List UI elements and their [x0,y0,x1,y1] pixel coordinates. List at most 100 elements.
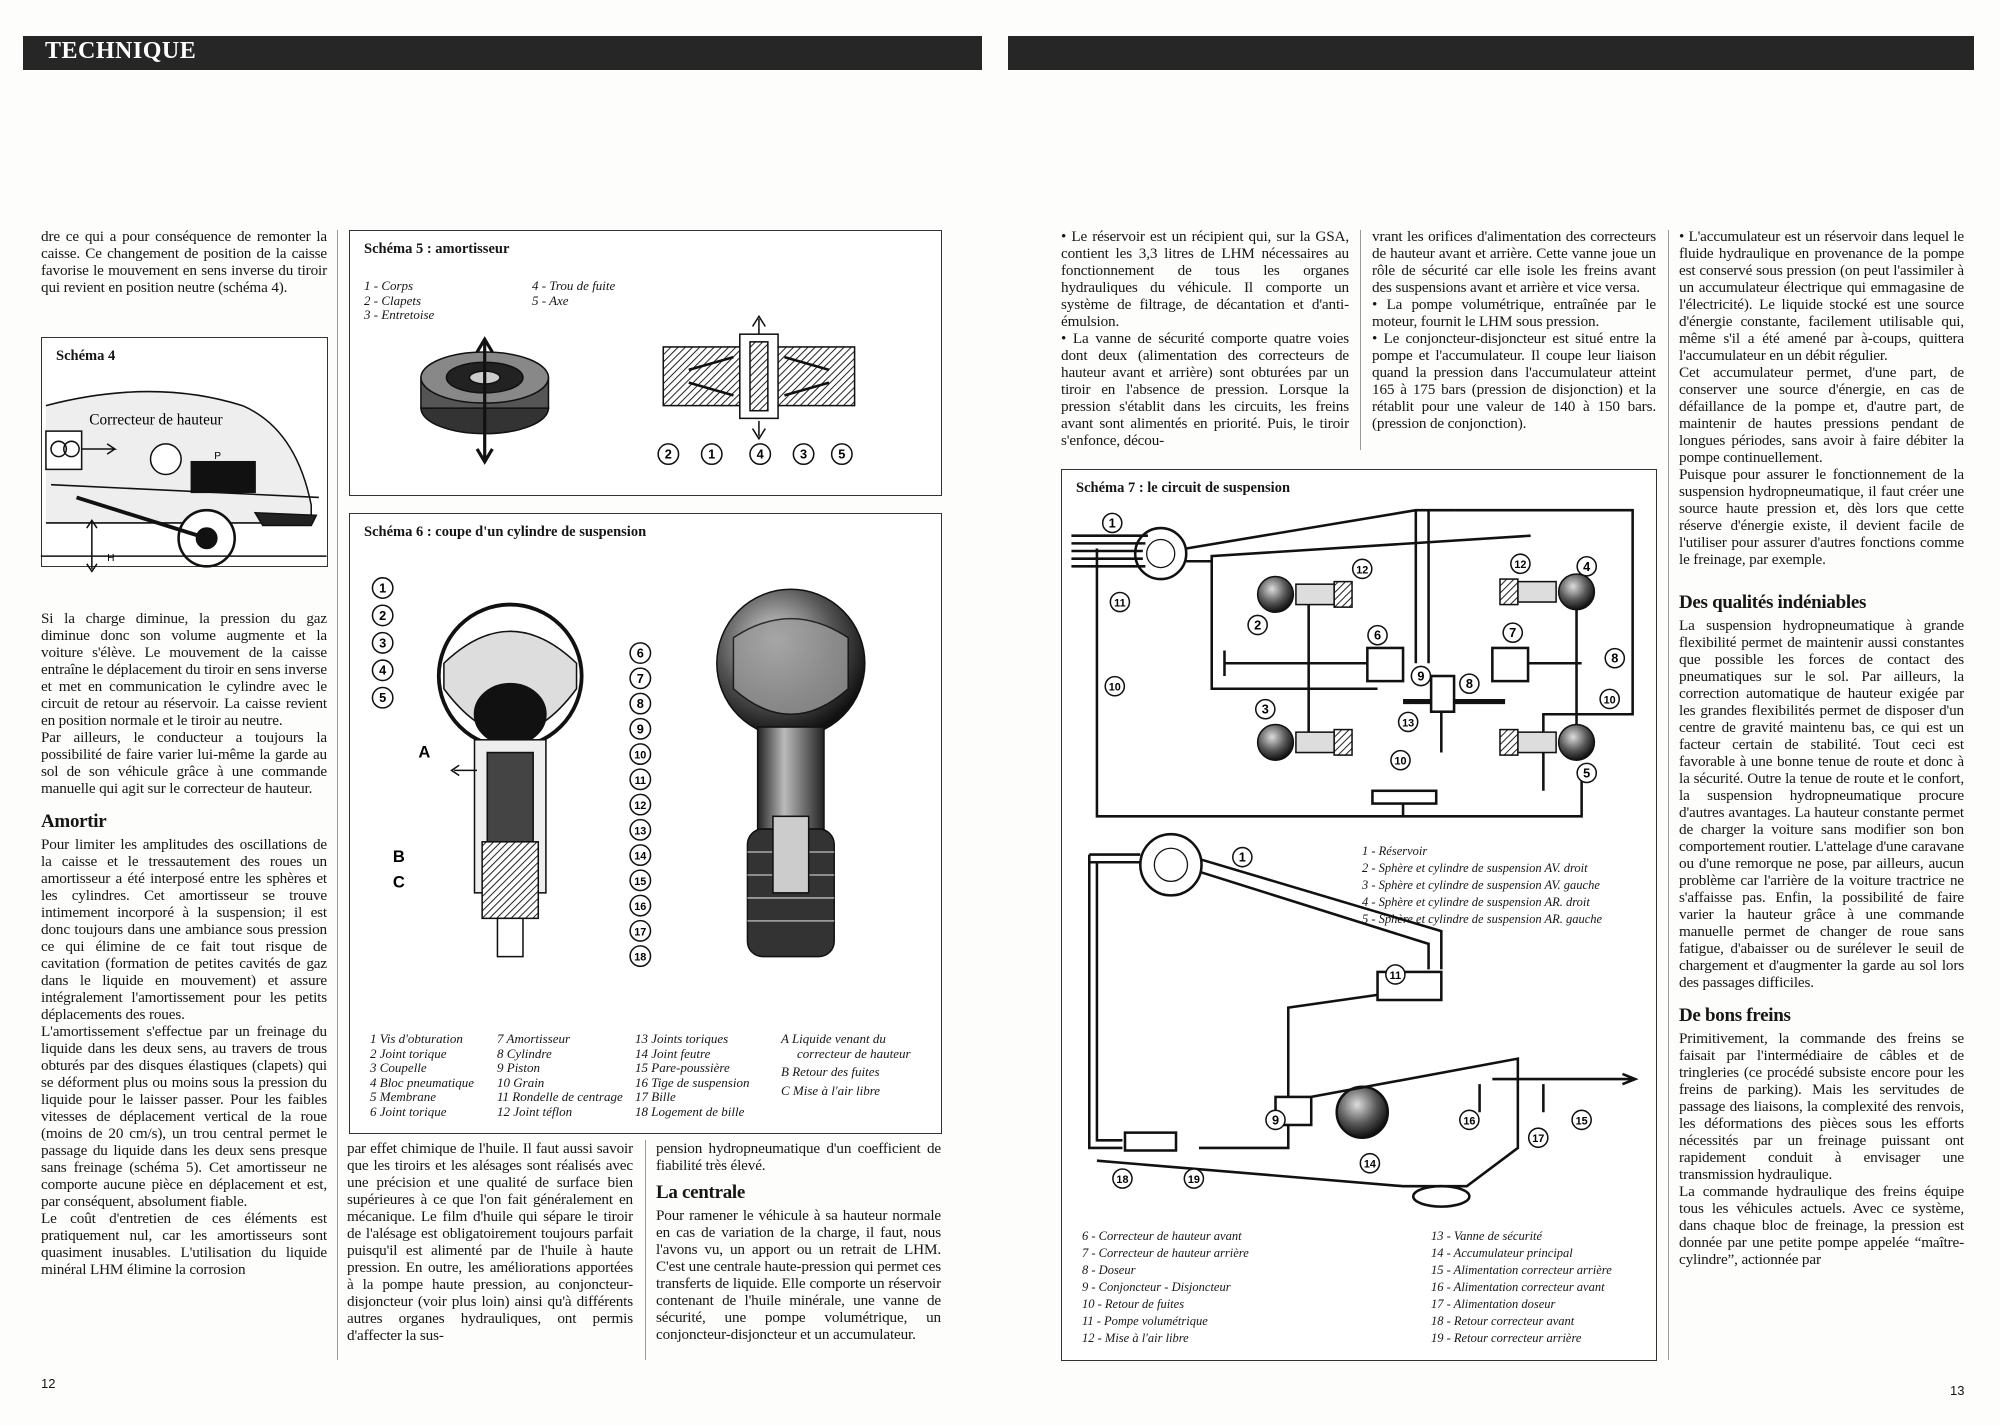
legend-item: 12 - Mise à l'air libre [1082,1331,1189,1345]
paragraph: Pour limiter les amplitudes des oscillat… [41,836,327,1023]
schema7-title: Schéma 7 : le circuit de suspension [1076,480,1291,496]
schema6-legend-col2: 7 Amortisseur 8 Cylindre 9 Piston 10 Gra… [497,1031,623,1120]
paragraph: Le coût d'entretien de ces éléments est … [41,1210,327,1278]
legend-item: 17 - Alimentation doseur [1431,1297,1556,1311]
legend-item: 16 Tige de suspension [635,1074,750,1090]
legend-item: B Retour des fuites [781,1064,880,1080]
legend-item: 1 Vis d'obturation [370,1031,463,1046]
left-col2-bottom: par effet chimique de l'huile. Il faut a… [347,1140,633,1344]
legend-item: 10 - Retour de fuites [1082,1297,1185,1311]
paragraph: • Le réservoir est un récipient qui, sur… [1061,228,1349,330]
legend-item: 5 Membrane [370,1089,437,1105]
paragraph: Pour ramener le véhicule à sa hauteur no… [656,1207,941,1343]
paragraph: Cet accumulateur permet, d'une part, de … [1679,364,1964,466]
legend-item: 8 - Doseur [1082,1263,1136,1277]
legend-item: 17 Bille [635,1089,676,1105]
legend-item: 16 - Alimentation correcteur avant [1431,1280,1605,1294]
legend-item: A Liquide venant du [781,1031,886,1046]
legend-item: 3 - Entretoise [364,307,435,323]
legend-item: 11 Rondelle de centrage [497,1089,623,1105]
page-number-right: 13 [1950,1383,1965,1398]
paragraph: • Le conjoncteur-disjoncteur est situé e… [1372,330,1656,432]
header-bar-right [1008,36,1974,70]
legend-item: 15 - Alimentation correcteur arrière [1431,1263,1612,1277]
schema6-legend-col3: 13 Joints toriques 14 Joint feutre 15 Pa… [635,1031,750,1120]
legend-item: 1 - Corps [364,278,414,293]
legend-item: 12 Joint téflon [497,1103,573,1119]
paragraph: • L'accumulateur est un réservoir dans l… [1679,228,1964,364]
legend-item: 19 - Retour correcteur arrière [1431,1331,1582,1345]
legend-item: 3 Coupelle [370,1060,427,1076]
legend-item: 5 - Sphère et cylindre de suspension AR.… [1362,912,1603,926]
paragraph: Puisque pour assurer le fonctionnement d… [1679,466,1964,568]
paragraph: La suspension hydropneumatique à grande … [1679,617,1964,991]
left-col3-bottom: pension hydropneumatique d'un coefficien… [656,1140,941,1343]
legend-item: 14 Joint feutre [635,1045,711,1061]
schema5-legend-b: 4 - Trou de fuite 5 - Axe [532,278,616,308]
schema6-figure: Schéma 6 : coupe d'un cylindre de suspen… [349,513,942,1134]
legend-item: 6 - Correcteur de hauteur avant [1082,1229,1242,1243]
schema4-title: Schéma 4 [56,348,116,364]
legend-item: 13 Joints toriques [635,1031,729,1046]
legend-item: 4 - Trou de fuite [532,278,616,293]
schema6-legend-col1: 1 Vis d'obturation 2 Joint torique 3 Cou… [370,1031,474,1120]
page-number-left: 12 [41,1376,56,1391]
legend-item: 9 - Conjoncteur - Disjoncteur [1082,1280,1231,1294]
legend-item: 10 Grain [497,1074,545,1090]
column-rule [645,1140,646,1360]
legend-item: 5 - Axe [532,292,569,308]
right-colA: • Le réservoir est un récipient qui, sur… [1061,228,1349,449]
paragraph: dre ce qui a pour conséquence de remonte… [41,228,327,296]
column-rule [1360,230,1361,450]
paragraph: La commande hydraulique des freins équip… [1679,1183,1964,1268]
heading-centrale: La centrale [656,1182,746,1203]
legend-item: 6 Joint torique [370,1103,447,1119]
paragraph: vrant les orifices d'alimentation des co… [1372,228,1656,296]
paragraph: Par ailleurs, le conducteur a toujours l… [41,729,327,797]
schema5-title: Schéma 5 : amortisseur [364,241,510,257]
legend-item: 11 - Pompe volumétrique [1082,1314,1208,1328]
paragraph: par effet chimique de l'huile. Il faut a… [347,1140,633,1344]
schema7-legend-b: 6 - Correcteur de hauteur avant 7 - Corr… [1082,1228,1249,1347]
heading-freins: De bons freins [1679,1005,1791,1026]
section-title: TECHNIQUE [45,38,197,64]
paragraph: • La vanne de sécurité comporte quatre v… [1061,330,1349,449]
legend-item: 2 - Clapets [364,292,422,308]
legend-item: 7 - Correcteur de hauteur arrière [1082,1246,1249,1260]
legend-item: 13 - Vanne de sécurité [1431,1229,1543,1243]
legend-item: 7 Amortisseur [497,1031,571,1046]
right-colC: • L'accumulateur est un réservoir dans l… [1679,228,1964,1268]
legend-item: correcteur de hauteur [797,1045,911,1061]
legend-item: 9 Piston [497,1060,540,1076]
schema7-figure: Schéma 7 : le circuit de suspension 1 - … [1061,469,1657,1361]
schema5-figure: Schéma 5 : amortisseur 1 - Corps 2 - Cla… [349,230,942,496]
legend-item: 2 - Sphère et cylindre de suspension AV.… [1362,861,1588,875]
legend-item: C Mise à l'air libre [781,1082,881,1098]
schema6-title: Schéma 6 : coupe d'un cylindre de suspen… [364,524,647,540]
schema7-legend-c: 13 - Vanne de sécurité 14 - Accumulateur… [1431,1228,1612,1347]
paragraph: pension hydropneumatique d'un coefficien… [656,1140,941,1174]
legend-item: 8 Cylindre [497,1045,552,1061]
paragraph: Si la charge diminue, la pression du gaz… [41,610,327,729]
paragraph: L'amortissement s'effectue par un freina… [41,1023,327,1210]
left-col1-top: dre ce qui a pour conséquence de remonte… [41,228,327,296]
paragraph: • La pompe volumétrique, entraînée par l… [1372,296,1656,330]
schema4-figure: Schéma 4 [41,337,328,567]
header-bar-left: TECHNIQUE [23,36,982,70]
column-rule [1668,230,1669,1360]
legend-item: 1 - Réservoir [1362,844,1428,858]
paragraph: Primitivement, la commande des freins se… [1679,1030,1964,1183]
left-col1-body: Si la charge diminue, la pression du gaz… [41,610,327,1278]
legend-item: 2 Joint torique [370,1045,447,1061]
heading-qualites: Des qualités indéniables [1679,592,1867,613]
legend-item: 15 Pare-poussière [635,1060,730,1076]
legend-item: 18 Logement de bille [635,1103,745,1119]
schema5-legend-a: 1 - Corps 2 - Clapets 3 - Entretoise [364,278,435,323]
legend-item: 4 Bloc pneumatique [370,1074,474,1090]
legend-item: 14 - Accumulateur principal [1431,1246,1573,1260]
right-colB: vrant les orifices d'alimentation des co… [1372,228,1656,432]
schema7-legend-a: 1 - Réservoir 2 - Sphère et cylindre de … [1362,843,1602,928]
heading-amortir: Amortir [41,811,107,832]
schema6-legend-col4: A Liquide venant du correcteur de hauteu… [781,1031,911,1098]
legend-item: 4 - Sphère et cylindre de suspension AR.… [1362,895,1590,909]
